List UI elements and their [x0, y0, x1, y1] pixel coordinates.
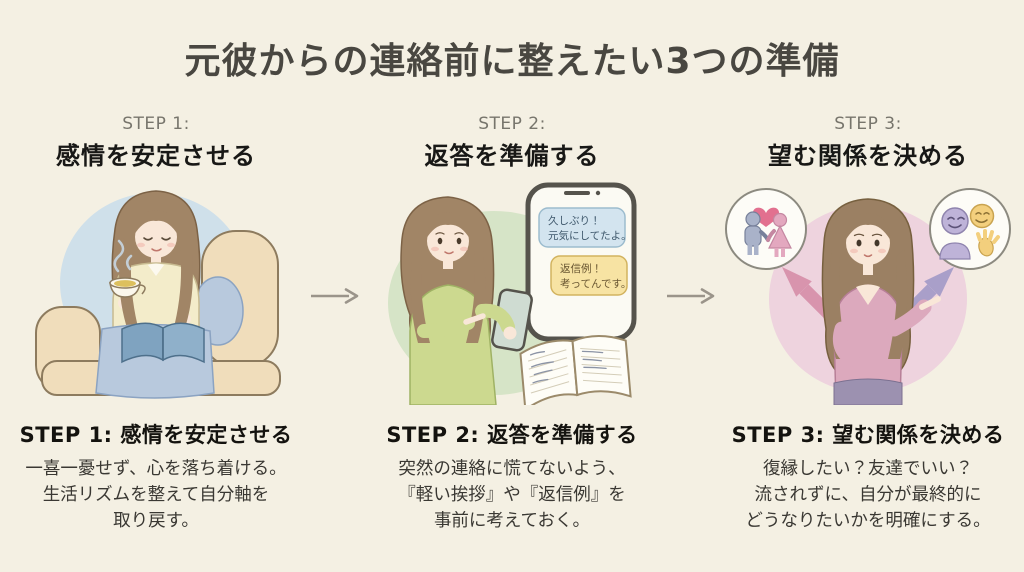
step-2-illustration: 久しぶり！ 元気にしてたよ。 返信例！ 考ってんです。: [388, 182, 637, 405]
step-2-body-line: 突然の連絡に慌てないよう、: [398, 459, 626, 479]
eye-icon: [856, 239, 862, 247]
step-2-body-line: 『軽い挨拶』や『返信例』を: [398, 484, 626, 505]
step-3-subtitle: 望む関係を決める: [768, 142, 968, 170]
page-title: 元彼からの連絡前に整えたい3つの準備: [184, 41, 840, 82]
sent-message-line2: 考ってんです。: [560, 278, 631, 290]
step-1-subtitle: 感情を安定させる: [56, 142, 256, 170]
teacup-icon: [109, 277, 146, 298]
flow-arrow-2: [665, 286, 715, 310]
woman-figure-icon: [766, 212, 792, 257]
step-1-caption-heading: STEP 1: 感情を安定させる: [19, 423, 293, 447]
step-1-body-line: 取り戻す。: [113, 510, 199, 531]
purple-smiley-icon: [941, 207, 969, 235]
step-1-caption-body: 一喜一憂せず、心を落ち着ける。 生活リズムを整えて自分軸を 取り戻す。: [25, 457, 286, 535]
step-1-label: STEP 1:: [122, 114, 190, 134]
step-2-caption-body: 突然の連絡に慌てないよう、 『軽い挨拶』や『返信例』を 事前に考えておく。: [398, 457, 626, 535]
step-1-illustration: [35, 190, 281, 399]
received-message-line2: 元気にしてたよ。: [548, 229, 632, 242]
closed-eye-icon: [143, 237, 153, 241]
step-3-illustration: [725, 188, 1011, 405]
step-3-body-line: 復縁したい？友達でいい？: [763, 459, 973, 479]
sent-message-bubble: 返信例！ 考ってんです。: [550, 255, 631, 296]
step-2-caption-heading: STEP 2: 返答を準備する: [386, 423, 638, 447]
step-3-body-line: 流されずに、自分が最終的に: [754, 484, 982, 505]
step-3-column: STEP 3: 望む関係を決める: [715, 108, 1021, 535]
step-2-subtitle: 返答を準備する: [424, 142, 600, 170]
waving-hand-icon: [976, 229, 1000, 257]
woman-with-phone-figure: [400, 196, 533, 405]
received-message-line1: 久しぶり！: [548, 215, 601, 227]
right-arrow-icon: [667, 288, 715, 304]
man-figure-icon: [744, 211, 770, 255]
notebook-icon: [519, 334, 632, 405]
face: [427, 220, 469, 262]
yellow-smiley-icon: [969, 203, 995, 229]
phone-mockup: 久しぶり！ 元気にしてたよ。 返信例！ 考ってんです。: [525, 182, 637, 363]
pointing-finger: [463, 313, 486, 325]
book-icon: [121, 322, 205, 364]
eye-icon: [874, 239, 880, 247]
step-3-body-line: どうなりたいかを明確にする。: [745, 510, 991, 531]
right-arrow-icon: [311, 288, 359, 304]
received-message-bubble: 久しぶり！ 元気にしてたよ。: [538, 207, 632, 248]
step-2-column: STEP 2: 返答を準備する 久しぶり！ 元気にしてたよ。: [359, 108, 665, 535]
step-1-body-line: 生活リズムを整えて自分軸を: [42, 484, 270, 505]
step-3-caption-heading: STEP 3: 望む関係を決める: [731, 423, 1005, 447]
steps-flow: STEP 1: 感情を安定させる: [0, 108, 1024, 535]
face: [135, 216, 177, 258]
pointing-finger: [919, 296, 941, 310]
step-3-label: STEP 3:: [834, 114, 902, 134]
eye-icon: [437, 237, 443, 245]
heart-icon: [752, 207, 780, 227]
step-2-label: STEP 2:: [478, 114, 546, 134]
face: [846, 221, 890, 265]
eye-icon: [456, 237, 462, 245]
flow-arrow-1: [309, 286, 359, 310]
steam-icon: [113, 239, 133, 273]
step-1-body-line: 一喜一憂せず、心を落ち着ける。: [25, 459, 287, 479]
couple-option-icon: [725, 188, 807, 270]
closed-eye-icon: [161, 237, 171, 241]
step-2-body-line: 事前に考えておく。: [433, 510, 591, 531]
purple-skirt: [833, 378, 903, 405]
handwriting-scribbles: [529, 350, 607, 384]
step-1-column: STEP 1: 感情を安定させる: [3, 108, 309, 535]
woman-deciding-figure: [821, 198, 941, 405]
step-3-caption-body: 復縁したい？友達でいい？ 流されずに、自分が最終的に どうなりたいかを明確にする…: [745, 457, 990, 535]
friends-option-icon: [929, 188, 1011, 270]
sent-message-line1: 返信例！: [560, 262, 602, 275]
